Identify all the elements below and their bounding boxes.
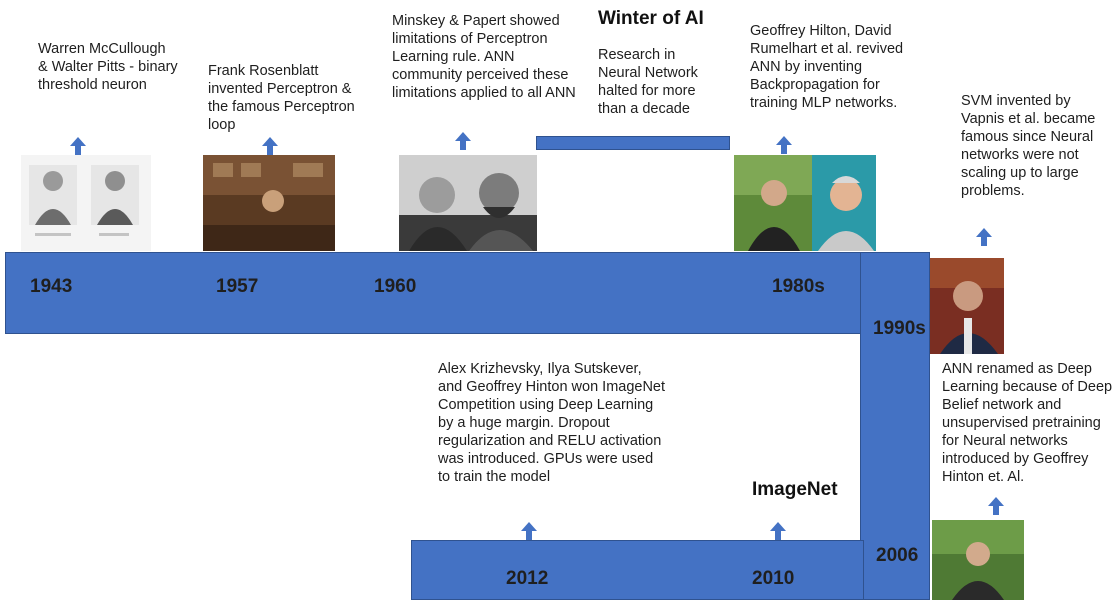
- up-arrow-icon: [521, 522, 537, 540]
- year-1980s: 1980s: [772, 276, 825, 297]
- photo-hinton-2006: [932, 520, 1024, 600]
- note-mcculloch-pitts: Warren McCullough & Walter Pitts - binar…: [38, 41, 178, 93]
- year-1960: 1960: [374, 276, 417, 297]
- timeline-bar-top: [5, 252, 862, 334]
- year-2006: 2006: [876, 545, 919, 566]
- photo-vapnik: [930, 258, 1004, 354]
- photo-mcculloch-pitts: [21, 155, 151, 251]
- note-alexnet: Alex Krizhevsky, Ilya Sutskever, and Geo…: [438, 361, 666, 485]
- photo-hinton-1980s: [734, 155, 812, 251]
- winter-of-ai-title: Winter of AI: [598, 8, 704, 29]
- year-2010: 2010: [752, 568, 795, 589]
- photo-minsky-papert: [399, 155, 537, 251]
- note-svm: SVM invented by Vapnis et al. became fam…: [961, 93, 1096, 199]
- up-arrow-icon: [262, 137, 278, 155]
- year-2012: 2012: [506, 568, 549, 589]
- up-arrow-icon: [988, 497, 1004, 515]
- winter-of-ai-bar: [536, 136, 730, 150]
- timeline-bar-vertical: [860, 252, 930, 600]
- note-minsky-papert: Minskey & Papert showed limitations of P…: [392, 13, 576, 101]
- year-1943: 1943: [30, 276, 73, 297]
- note-backpropagation: Geoffrey Hilton, David Rumelhart et al. …: [750, 23, 904, 111]
- note-deep-learning: ANN renamed as Deep Learning because of …: [942, 361, 1113, 485]
- note-winter-of-ai: Research in Neural Network halted for mo…: [598, 47, 698, 117]
- timeline-bar-bottom: [411, 540, 864, 600]
- imagenet-title: ImageNet: [752, 479, 838, 500]
- note-rosenblatt: Frank Rosenblatt invented Perceptron & t…: [208, 63, 355, 133]
- up-arrow-icon: [776, 136, 792, 154]
- up-arrow-icon: [70, 137, 86, 155]
- photo-rumelhart: [812, 155, 876, 251]
- up-arrow-icon: [770, 522, 786, 540]
- up-arrow-icon: [455, 132, 471, 150]
- up-arrow-icon: [976, 228, 992, 246]
- year-1957: 1957: [216, 276, 259, 297]
- photo-rosenblatt: [203, 155, 335, 251]
- year-1990s: 1990s: [873, 318, 926, 339]
